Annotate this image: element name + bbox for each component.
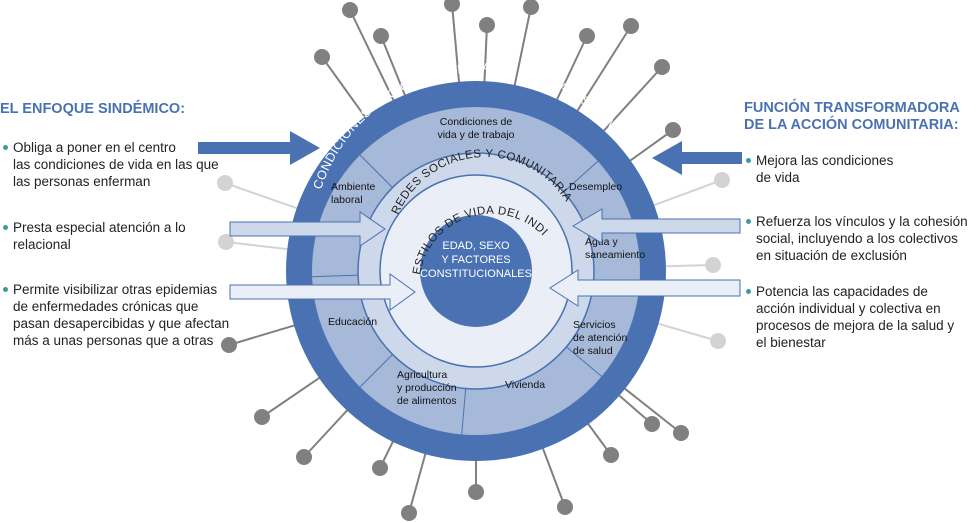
left-panel-title: EL ENFOQUE SINDÉMICO:: [0, 101, 186, 117]
svg-text:Y FACTORES: Y FACTORES: [441, 254, 510, 266]
right-panel-title-line: DE LA ACCIÓN COMUNITARIA:: [744, 117, 959, 133]
spoke-dot-icon: [623, 18, 639, 34]
left-panel: EL ENFOQUE SINDÉMICO:: [0, 101, 240, 118]
svg-text:EDAD, SEXO: EDAD, SEXO: [442, 240, 510, 252]
bullet-dot-icon: [746, 219, 751, 224]
spoke-dot-icon: [314, 49, 330, 65]
spoke-dot-icon: [218, 234, 234, 250]
segment-label: saneamiento: [585, 249, 645, 261]
core-circle: [420, 215, 532, 327]
spoke-dot-icon: [296, 449, 312, 465]
spoke-dot-icon: [342, 2, 358, 18]
segment-label: Agricultura: [397, 369, 447, 381]
spoke-dot-icon: [221, 337, 237, 353]
left-bullet-1: Obliga a poner en el centro las condicio…: [3, 139, 219, 190]
spoke-dot-icon: [557, 499, 573, 515]
segment-label: vida y de trabajo: [437, 129, 514, 141]
segment-divider: [359, 354, 393, 388]
arrow-left-3: [229, 273, 416, 311]
spoke-dot-icon: [468, 484, 484, 500]
core-line: EDAD, SEXO: [442, 240, 510, 252]
bullet-dot-icon: [746, 158, 751, 163]
right-bullet-1: Mejora las condiciones de vida: [746, 152, 893, 186]
arrow-left-1: [198, 131, 320, 165]
left-bullet-2: Presta especial atención a lo relacional: [3, 219, 186, 253]
spoke-dot-icon: [523, 0, 539, 15]
arrows: [198, 131, 742, 311]
spoke-dot-icon: [479, 17, 495, 33]
spoke-dot-icon: [254, 409, 270, 425]
spoke-dot-icon: [444, 0, 460, 12]
svg-text:CONSTITUCIONALES: CONSTITUCIONALES: [420, 268, 532, 280]
segment-divider: [461, 388, 467, 435]
right-panel: FUNCIÓN TRANSFORMADORA DE LA ACCIÓN COMU…: [744, 100, 978, 134]
right-panel-title-line: FUNCIÓN TRANSFORMADORA: [744, 100, 960, 116]
segment-label: y producción: [397, 382, 457, 394]
arrow-right-1b: [652, 141, 742, 175]
spoke-dot-icon: [644, 416, 660, 432]
spoke-dot-icon: [579, 28, 595, 44]
segment-label: Condiciones de: [440, 116, 513, 128]
arrow-right-3: [549, 269, 741, 307]
core-line: CONSTITUCIONALES: [420, 268, 532, 280]
segment-divider: [359, 154, 393, 188]
segment-label: de salud: [573, 345, 613, 357]
segment-label: laboral: [331, 194, 363, 206]
right-bullet-2: Refuerza los vínculos y la cohesión soci…: [746, 213, 968, 264]
core-line: Y FACTORES: [441, 254, 510, 266]
right-bullet-3: Potencia las capacidades de acción indiv…: [746, 283, 954, 351]
segment-divider: [312, 274, 359, 278]
spoke-dot-icon: [217, 175, 233, 191]
segment-divider: [563, 160, 599, 193]
spoke-dot-icon: [654, 59, 670, 75]
spoke-dot-icon: [665, 122, 681, 138]
spoke-dot-icon: [401, 505, 417, 521]
segment-label: Ambiente: [331, 181, 376, 193]
bullet-dot-icon: [3, 287, 8, 292]
core-label: EDAD, SEXO Y FACTORES CONSTITUCIONALES: [420, 240, 532, 280]
left-bullet-3: Permite visibilizar otras epidemias de e…: [3, 281, 229, 349]
spoke-dot-icon: [705, 257, 721, 273]
bullet-dot-icon: [3, 145, 8, 150]
segment-label: de atención: [573, 332, 627, 344]
segment-label: Servicios: [573, 319, 616, 331]
spoke-dot-icon: [673, 425, 689, 441]
arrow-right-2: [572, 208, 741, 244]
spoke-dot-icon: [372, 460, 388, 476]
spoke-dot-icon: [710, 333, 726, 349]
segment-label: Vivienda: [505, 379, 545, 391]
bullet-dot-icon: [3, 225, 8, 230]
segment-divider: [566, 346, 602, 377]
segment-label: Educación: [328, 316, 377, 328]
spoke-dot-icon: [373, 28, 389, 44]
arrow-left-2: [229, 211, 386, 247]
spoke-dot-icon: [603, 447, 619, 463]
segment-label: de alimentos: [397, 395, 457, 407]
spoke-dot-icon: [714, 172, 730, 188]
segment-label: Desempleo: [569, 181, 622, 193]
bullet-dot-icon: [746, 289, 751, 294]
